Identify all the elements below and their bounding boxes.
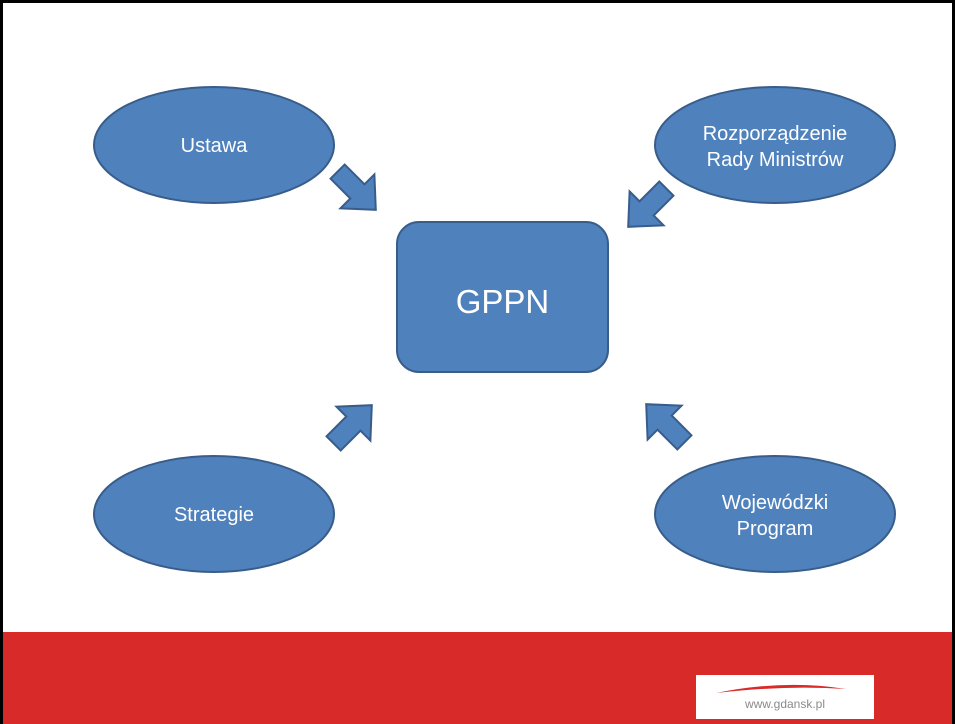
wojewodzki-label-line1: Wojewódzki: [722, 492, 828, 514]
arrow-wojewodzki: [645, 403, 693, 451]
wojewodzki-node: [654, 455, 896, 573]
strategie-node: [93, 455, 335, 573]
ustawa-label: Ustawa: [181, 135, 249, 157]
footer-bar: www.gdansk.pl: [3, 632, 952, 724]
frame-top: [0, 0, 955, 3]
gdansk-logo: www.gdansk.pl: [696, 675, 874, 719]
arrow-rozporzadzenie: [627, 180, 675, 228]
frame-right: [952, 0, 955, 724]
strategie-label: Strategie: [174, 504, 254, 526]
arrow-strategie: [325, 404, 373, 452]
logo-swoosh-icon: [716, 684, 846, 693]
rozporzadzenie-label-line2: Rady Ministrów: [707, 149, 844, 171]
gppn-label: GPPN: [456, 283, 550, 320]
rozporzadzenie-label-line1: Rozporządzenie: [703, 123, 848, 145]
footer-url: www.gdansk.pl: [744, 697, 826, 711]
gppn-box: [396, 221, 609, 373]
ustawa-node: [93, 86, 335, 204]
wojewodzki-label-line2: Program: [737, 518, 814, 540]
diagram: GPPN Ustawa Rozporządzenie Rady Ministró…: [93, 86, 896, 573]
frame-left: [0, 0, 3, 724]
arrow-ustawa: [329, 163, 377, 211]
rozporzadzenie-node: [654, 86, 896, 204]
